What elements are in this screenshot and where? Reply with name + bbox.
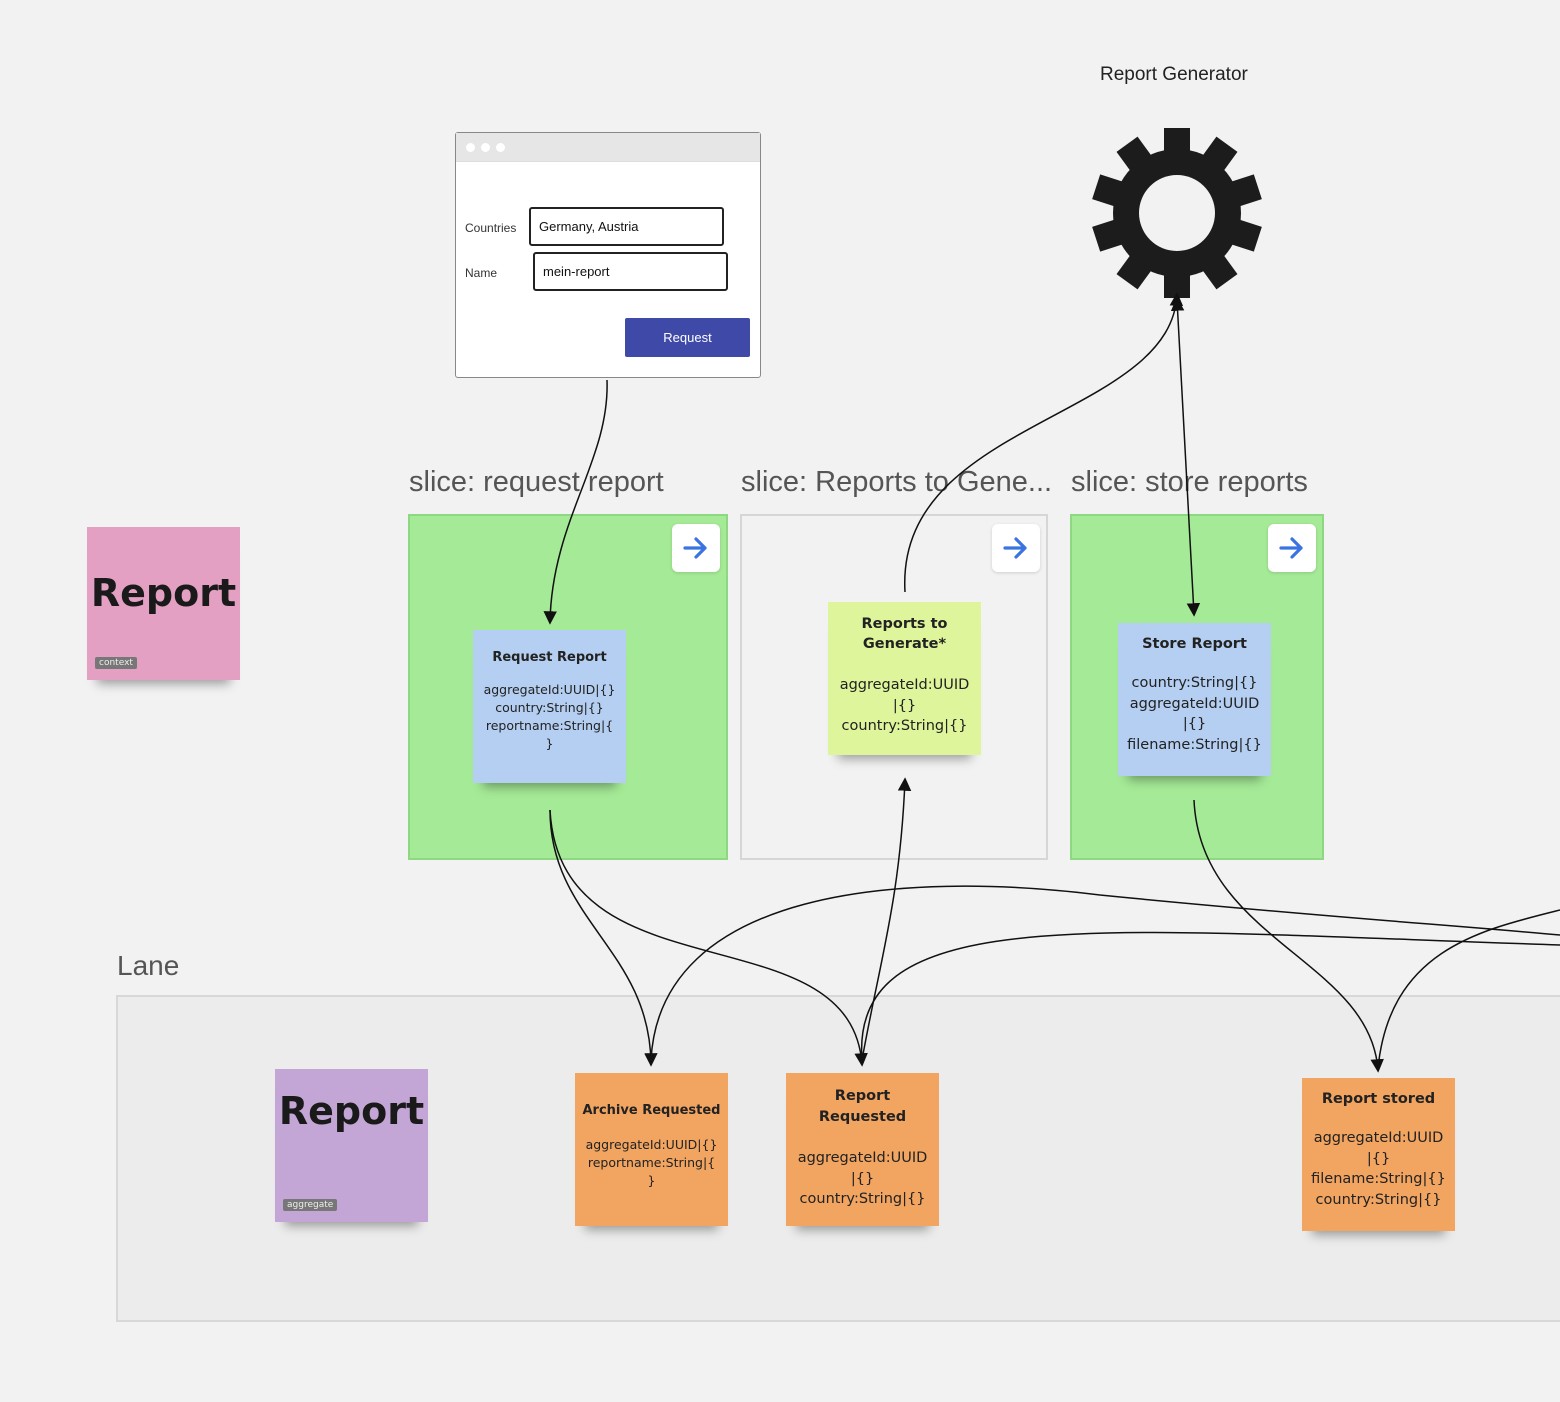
event-report-requested[interactable]: Report Requested aggregateId:UUID |{} co… (786, 1073, 939, 1226)
sticky-body: aggregateId:UUID |{} country:String|{} (839, 677, 970, 734)
slice-navigate-button[interactable] (1268, 524, 1316, 572)
context-sticky[interactable]: Report context (87, 527, 240, 680)
sticky-body: aggregateId:UUID|{} reportname:String|{ … (585, 1137, 718, 1188)
window-dot (466, 143, 475, 152)
slice-navigate-button[interactable] (992, 524, 1040, 572)
slice-title: slice: request report (409, 466, 664, 498)
readmodel-reports-to-generate[interactable]: Reports to Generate* aggregateId:UUID |{… (828, 602, 981, 755)
slice-title: slice: Reports to Gene... (741, 466, 1053, 498)
window-dot (481, 143, 490, 152)
wireframe-titlebar (456, 133, 760, 162)
gear-icon (1092, 128, 1262, 298)
name-label: Name (465, 266, 498, 280)
sticky-title: Report stored (1321, 1091, 1436, 1107)
aggregate-tag: aggregate (283, 1199, 338, 1211)
event-report-stored[interactable]: Report stored aggregateId:UUID |{} filen… (1302, 1078, 1455, 1231)
slice-title: slice: store reports (1071, 466, 1308, 498)
sticky-title: Store Report (1142, 636, 1247, 652)
wireframe-form: Countries Germany, Austria Name mein-rep… (455, 132, 761, 378)
lane-title: Lane (117, 950, 180, 981)
arrow-right-icon (683, 537, 707, 559)
sticky-title: Reports to Generate* (861, 616, 948, 652)
sticky-body: aggregateId:UUID |{} filename:String|{} … (1311, 1130, 1446, 1208)
arrow-right-icon (1003, 537, 1027, 559)
sticky-body: aggregateId:UUID |{} country:String|{} (797, 1150, 928, 1207)
sticky-title: Request Report (492, 650, 607, 665)
slice-navigate-button[interactable] (672, 524, 720, 572)
sticky-body: aggregateId:UUID|{} country:String|{} re… (483, 682, 616, 751)
command-request-report[interactable]: Request Report aggregateId:UUID|{} count… (473, 630, 626, 783)
aggregate-sticky[interactable]: Report aggregate (275, 1069, 428, 1222)
request-button[interactable]: Request (625, 318, 750, 357)
command-store-report[interactable]: Store Report country:String|{} aggregate… (1118, 623, 1271, 776)
context-label: Report (90, 571, 237, 615)
context-tag: context (95, 657, 137, 669)
countries-label: Countries (465, 221, 517, 235)
countries-input[interactable]: Germany, Austria (529, 207, 724, 246)
sticky-title: Archive Requested (582, 1103, 721, 1118)
window-dot (496, 143, 505, 152)
event-archive-requested[interactable]: Archive Requested aggregateId:UUID|{} re… (575, 1073, 728, 1226)
aggregate-label: Report (278, 1089, 425, 1133)
sticky-body: country:String|{} aggregateId:UUID |{} f… (1127, 675, 1262, 753)
sticky-title: Report Requested (818, 1088, 907, 1125)
gear-title: Report Generator (1100, 64, 1248, 85)
arrow-right-icon (1279, 537, 1303, 559)
name-input[interactable]: mein-report (533, 252, 728, 291)
